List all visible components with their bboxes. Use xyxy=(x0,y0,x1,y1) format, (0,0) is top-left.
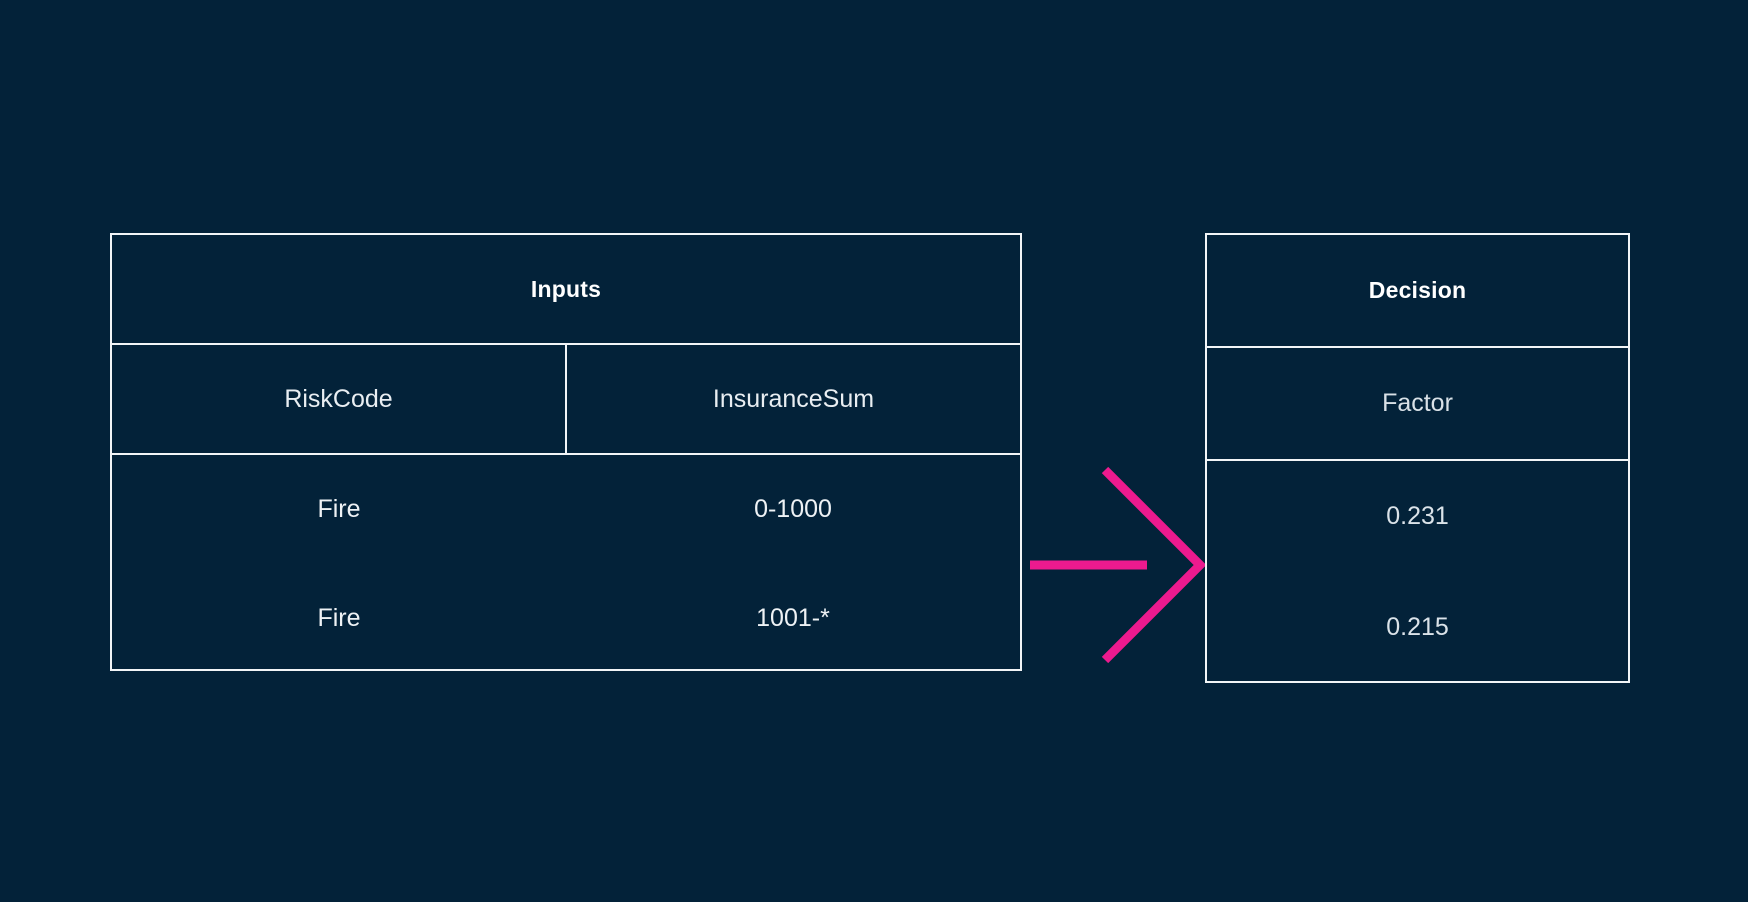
inputs-cell-insurancesum-row2[interactable]: 1001-* xyxy=(756,604,830,632)
decision-table-column-header-row: Factor xyxy=(1207,348,1628,461)
inputs-cell-riskcode-row1[interactable]: Fire xyxy=(317,495,361,523)
inputs-cell-riskcode-row2[interactable]: Fire xyxy=(317,604,361,632)
decision-table-title: Decision xyxy=(1207,235,1628,348)
table-row[interactable]: Fire 0-1000 xyxy=(112,455,1020,564)
inputs-decision-table[interactable]: Inputs RiskCode InsuranceSum Fire 0-1000… xyxy=(110,233,1022,671)
decision-table-body: 0.231 0.215 xyxy=(1207,461,1628,683)
table-row[interactable]: 0.215 xyxy=(1207,572,1628,683)
arrow-head xyxy=(1101,466,1207,664)
table-row[interactable]: Fire 1001-* xyxy=(112,564,1020,673)
inputs-column-header-riskcode[interactable]: RiskCode xyxy=(284,384,393,413)
inputs-cell-insurancesum-row1[interactable]: 0-1000 xyxy=(754,495,832,523)
table-row[interactable]: 0.231 xyxy=(1207,461,1628,572)
inputs-table-column-header-row: RiskCode InsuranceSum xyxy=(112,345,1020,455)
decision-output-table[interactable]: Decision Factor 0.231 0.215 xyxy=(1205,233,1630,683)
inputs-table-title: Inputs xyxy=(112,235,1020,345)
chevron-arrow-right-icon xyxy=(1030,466,1207,664)
decision-column-header-factor[interactable]: Factor xyxy=(1382,389,1453,417)
decision-cell-factor-row1[interactable]: 0.231 xyxy=(1386,502,1449,530)
decision-cell-factor-row2[interactable]: 0.215 xyxy=(1386,613,1449,641)
inputs-table-body: Fire 0-1000 Fire 1001-* xyxy=(112,455,1020,673)
inputs-column-header-insurancesum[interactable]: InsuranceSum xyxy=(565,345,1020,453)
